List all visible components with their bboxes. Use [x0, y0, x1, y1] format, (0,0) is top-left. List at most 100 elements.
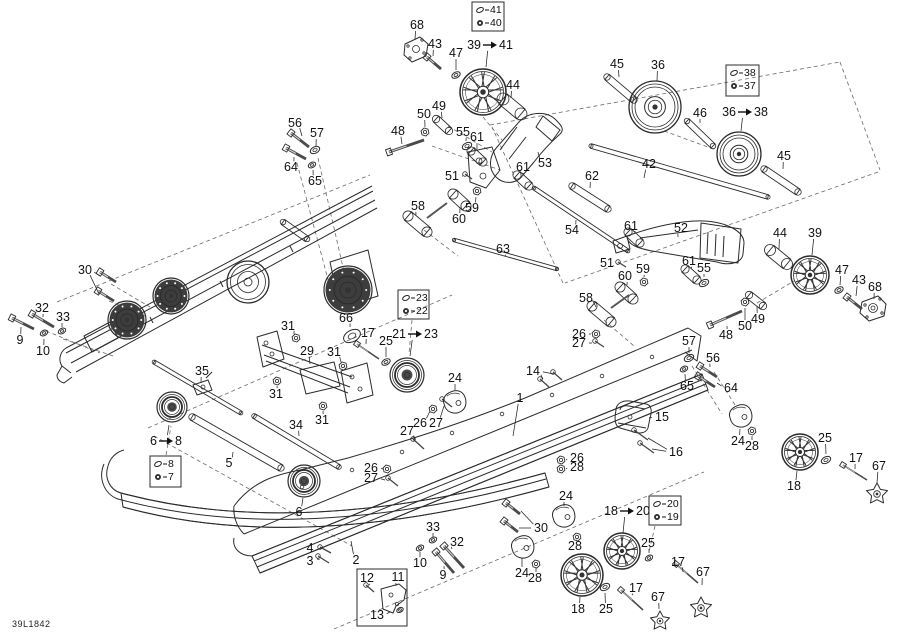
slider-block	[442, 390, 467, 414]
part-label-60: 60	[618, 269, 632, 283]
part-label-26: 26	[572, 327, 586, 341]
part-label-45: 45	[777, 149, 791, 163]
part-label-17: 17	[849, 451, 863, 465]
part-label-33: 33	[426, 520, 440, 534]
oring-icon	[653, 500, 661, 508]
part-label-32: 32	[450, 535, 464, 549]
leader-lines	[20, 30, 879, 614]
part-label-58: 58	[579, 291, 593, 305]
part-label-36-to-38: 36	[722, 105, 736, 119]
part-label-62: 62	[585, 169, 599, 183]
part-label-32: 32	[35, 301, 49, 315]
part-label-18-to-20: 20	[636, 504, 650, 518]
part-label-64: 64	[724, 381, 738, 395]
part-label-51: 51	[445, 169, 459, 183]
part-label-7: 7	[168, 471, 174, 483]
part-label-28: 28	[745, 439, 759, 453]
part-label-6-to-8: 8	[175, 434, 182, 448]
part-label-36: 36	[651, 58, 665, 72]
part-label-59: 59	[636, 262, 650, 276]
part-label-43: 43	[428, 37, 442, 51]
part-label-67: 67	[696, 565, 710, 579]
part-label-55: 55	[697, 261, 711, 275]
oring-icon	[402, 294, 410, 302]
part-drawings	[7, 36, 888, 630]
part-label-25: 25	[641, 536, 655, 550]
part-label-67: 67	[872, 459, 886, 473]
part-label-36-to-38: 38	[754, 105, 768, 119]
part-label-59: 59	[465, 201, 479, 215]
part-label-9: 9	[17, 333, 24, 347]
part-label-61: 61	[470, 130, 484, 144]
part-label-14: 14	[526, 364, 540, 378]
part-label-27: 27	[364, 471, 378, 485]
part-label-55: 55	[456, 125, 470, 139]
part-label-57: 57	[682, 334, 696, 348]
part-label-65: 65	[680, 379, 694, 393]
part-label-60: 60	[452, 212, 466, 226]
part-label-28: 28	[528, 571, 542, 585]
part-label-49: 49	[432, 99, 446, 113]
oring-icon	[730, 69, 738, 77]
part-label-9: 9	[440, 568, 447, 582]
part-label-5: 5	[226, 456, 233, 470]
part-label-11: 11	[392, 570, 405, 584]
part-label-39-to-41: 41	[499, 38, 513, 52]
part-label-17: 17	[629, 581, 643, 595]
part-label-31: 31	[327, 345, 341, 359]
part-label-21-to-23: 21	[392, 327, 406, 341]
part-label-39-to-41: 39	[467, 38, 481, 52]
part-label-61: 61	[682, 254, 696, 268]
arrow-icon	[491, 41, 497, 49]
part-label-43: 43	[852, 273, 866, 287]
part-label-50: 50	[417, 107, 431, 121]
part-label-48: 48	[719, 328, 733, 342]
part-label-45: 45	[610, 57, 624, 71]
part-label-25: 25	[379, 334, 393, 348]
part-label-31: 31	[315, 413, 329, 427]
part-label-42: 42	[642, 157, 656, 171]
part-label-18: 18	[787, 479, 801, 493]
part-label-52: 52	[674, 221, 688, 235]
part-label-41: 41	[490, 4, 502, 16]
part-label-46: 46	[693, 106, 707, 120]
arrow-icon	[416, 330, 422, 338]
part-label-6: 6	[296, 505, 303, 519]
part-label-53: 53	[538, 156, 552, 170]
part-label-68: 68	[868, 280, 882, 294]
part-label-10: 10	[36, 344, 50, 358]
part-label-44: 44	[773, 226, 787, 240]
part-label-8: 8	[168, 458, 174, 470]
part-label-30: 30	[78, 263, 92, 277]
part-label-44: 44	[506, 78, 520, 92]
arrow-icon	[746, 108, 752, 116]
part-label-26: 26	[364, 461, 378, 475]
part-label-35: 35	[195, 364, 209, 378]
part-label-25: 25	[818, 431, 832, 445]
callout-box: 87	[149, 455, 182, 488]
part-label-18-to-20: 18	[604, 504, 618, 518]
part-label-51: 51	[600, 256, 614, 270]
part-label-19: 19	[667, 511, 679, 523]
slider-block	[510, 535, 535, 559]
part-label-1: 1	[517, 391, 524, 405]
part-label-57: 57	[310, 126, 324, 140]
part-label-61: 61	[624, 219, 638, 233]
part-label-33: 33	[56, 310, 70, 324]
part-label-67: 67	[651, 590, 665, 604]
part-label-61: 61	[516, 160, 530, 174]
part-label-54: 54	[565, 223, 579, 237]
part-label-37: 37	[744, 80, 756, 92]
part-label-27: 27	[400, 424, 414, 438]
part-label-47: 47	[835, 263, 849, 277]
part-label-31: 31	[281, 319, 295, 333]
part-label-66: 66	[339, 311, 353, 325]
callout-box	[356, 568, 408, 627]
part-label-12: 12	[360, 571, 374, 585]
part-label-49: 49	[751, 312, 765, 326]
part-label-68: 68	[410, 18, 424, 32]
